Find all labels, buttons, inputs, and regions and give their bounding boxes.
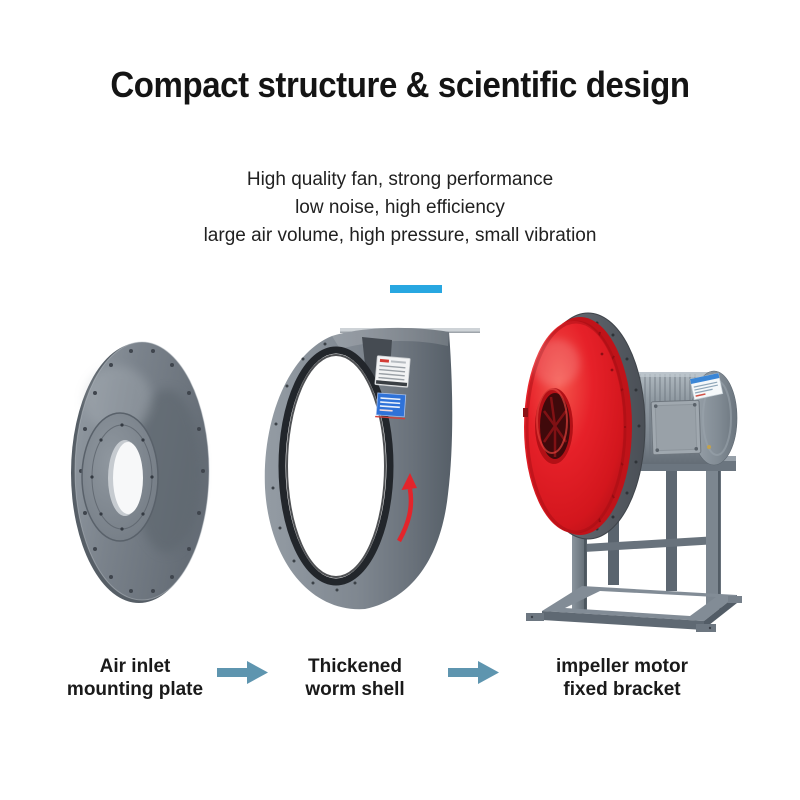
page-title: Compact structure & scientific design <box>110 64 690 105</box>
impeller <box>523 320 627 534</box>
step-label-line: fixed bracket <box>563 679 681 700</box>
step-label-line: Thickened <box>308 656 402 677</box>
right-arrow-icon <box>217 659 269 686</box>
junction-box <box>650 399 702 456</box>
accent-divider-bar <box>390 285 442 293</box>
step-label-air-inlet: Air inlet mounting plate <box>67 655 203 701</box>
subtitle-line: low noise, high efficiency <box>295 197 505 218</box>
step-label-line: worm shell <box>305 679 405 700</box>
thickened-worm-shell-image <box>262 322 480 614</box>
worm-shell-illustration <box>264 327 480 610</box>
fixed-bracket <box>526 456 742 632</box>
impeller-motor-bracket-image <box>518 308 743 633</box>
motor-label-sticker <box>689 372 724 401</box>
nameplate-sticker <box>374 355 411 388</box>
shell-rivets <box>271 342 357 592</box>
step-label-worm-shell: Thickened worm shell <box>305 655 404 701</box>
rotation-direction-arrow-icon <box>397 473 417 543</box>
step-label-impeller-motor: impeller motor fixed bracket <box>556 655 688 701</box>
subtitle-line: High quality fan, strong performance <box>246 169 554 190</box>
air-inlet-mounting-plate-image <box>70 338 215 604</box>
subtitle: High quality fan, strong performance low… <box>0 166 800 250</box>
step-label-line: mounting plate <box>66 679 204 700</box>
mounting-plate-illustration <box>71 341 210 603</box>
subtitle-line: large air volume, high pressure, small v… <box>203 225 597 246</box>
spec-sticker <box>375 392 407 420</box>
motor <box>632 370 738 466</box>
right-arrow-icon <box>448 659 500 686</box>
step-label-line: Air inlet <box>99 656 171 677</box>
impeller-motor-illustration <box>523 312 742 632</box>
step-label-line: impeller motor <box>556 656 688 677</box>
